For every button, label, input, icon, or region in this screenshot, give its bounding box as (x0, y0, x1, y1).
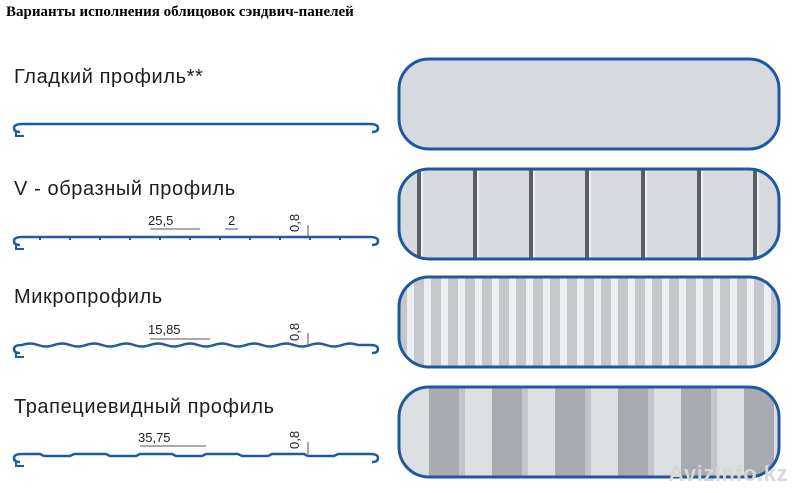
profile-label-smooth: Гладкий профиль** (14, 66, 204, 88)
page-heading: Варианты исполнения облицовок сэндвич-па… (6, 4, 354, 20)
dimension-v-pitch: 25,5 (148, 213, 174, 228)
watermark: AvizInfo.kz (668, 461, 788, 486)
dimension-trapezoidal-pitch: 35,75 (138, 430, 171, 445)
panel-v-shaped (397, 167, 781, 261)
profile-label-trapezoidal: Трапециевидный профиль (14, 396, 275, 418)
dimension-v-groove: 2 (228, 213, 236, 228)
panel-smooth (397, 57, 781, 151)
profile-diagram-v-shaped (12, 225, 380, 250)
profile-diagram-micro (12, 333, 380, 358)
profile-diagram-smooth (12, 122, 380, 137)
profile-diagram-trapezoidal (12, 442, 380, 467)
panel-trapezoidal (397, 385, 781, 479)
profile-label-micro: Микропрофиль (14, 286, 163, 308)
profile-label-v-shaped: V - образный профиль (14, 178, 236, 200)
dimension-micro-pitch: 15,85 (148, 322, 181, 337)
panel-micro (397, 275, 781, 369)
